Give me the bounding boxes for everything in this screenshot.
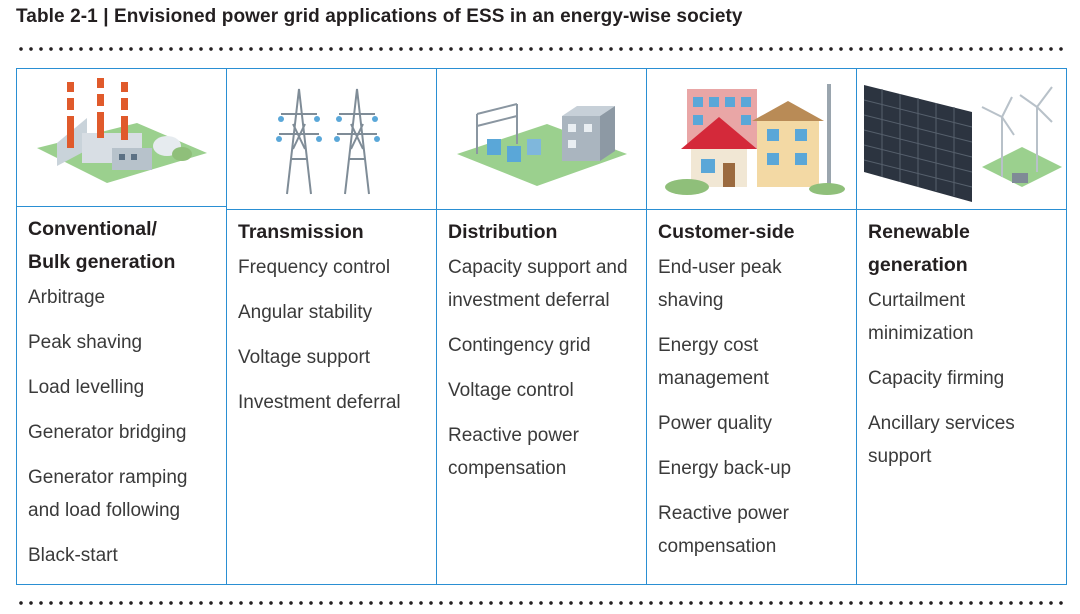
column-customer-side: Customer-side End-user peak shaving Ener… [647, 69, 857, 584]
list-item: Capacity firming [868, 368, 1005, 389]
image-cell [17, 69, 226, 207]
houses-icon [664, 84, 845, 195]
list-item: Capacity support and investment deferral [448, 257, 628, 311]
column-transmission: Transmission Frequency control Angular s… [227, 69, 437, 584]
table-title: Table 2-1 | Envisioned power grid applic… [16, 6, 743, 27]
solar-wind-icon [863, 84, 1062, 202]
list-item: Reactive power compensation [448, 425, 579, 479]
image-cell [437, 69, 646, 210]
list-item: Energy back-up [658, 458, 792, 479]
power-plant-icon [36, 77, 207, 183]
column-header: Conventional/ Bulk generation [28, 218, 176, 273]
list-item: Curtailment minimization [868, 290, 974, 344]
list-item: Energy cost management [658, 335, 769, 389]
list-item: Voltage control [448, 380, 574, 401]
list-item: Generator bridging [28, 422, 187, 443]
column-header: Transmission [238, 221, 364, 243]
transmission-tower-icon [275, 88, 380, 195]
list-item: Load levelling [28, 377, 145, 398]
column-distribution: Distribution Capacity support and invest… [437, 69, 647, 584]
list-item: Black-start [28, 545, 118, 566]
list-item: End-user peak shaving [658, 257, 782, 311]
list-item: Ancillary services support [868, 413, 1015, 467]
list-item: Investment deferral [238, 392, 401, 413]
top-dotted-divider [16, 46, 1066, 52]
column-header: Customer-side [658, 221, 795, 243]
list-item: Peak shaving [28, 332, 143, 353]
list-item: Frequency control [238, 257, 391, 278]
image-cell [227, 69, 436, 210]
column-renewable-generation: Renewable generation Curtailment minimiz… [857, 69, 1066, 584]
column-bulk-generation: Conventional/ Bulk generation Arbitrage … [17, 69, 227, 584]
bottom-dotted-divider [16, 600, 1066, 606]
list-item: Generator ramping and load following [28, 467, 188, 521]
column-header: Distribution [448, 221, 558, 243]
list-item: Contingency grid [448, 335, 591, 356]
column-header: Renewable generation [868, 221, 970, 276]
substation-icon [456, 103, 627, 186]
image-cell [647, 69, 856, 210]
ess-applications-table: Conventional/ Bulk generation Arbitrage … [16, 68, 1067, 585]
image-cell [857, 69, 1066, 210]
list-item: Angular stability [238, 302, 373, 323]
list-item: Arbitrage [28, 287, 106, 308]
list-item: Voltage support [238, 347, 371, 368]
list-item: Power quality [658, 413, 773, 434]
list-item: Reactive power compensation [658, 503, 789, 557]
